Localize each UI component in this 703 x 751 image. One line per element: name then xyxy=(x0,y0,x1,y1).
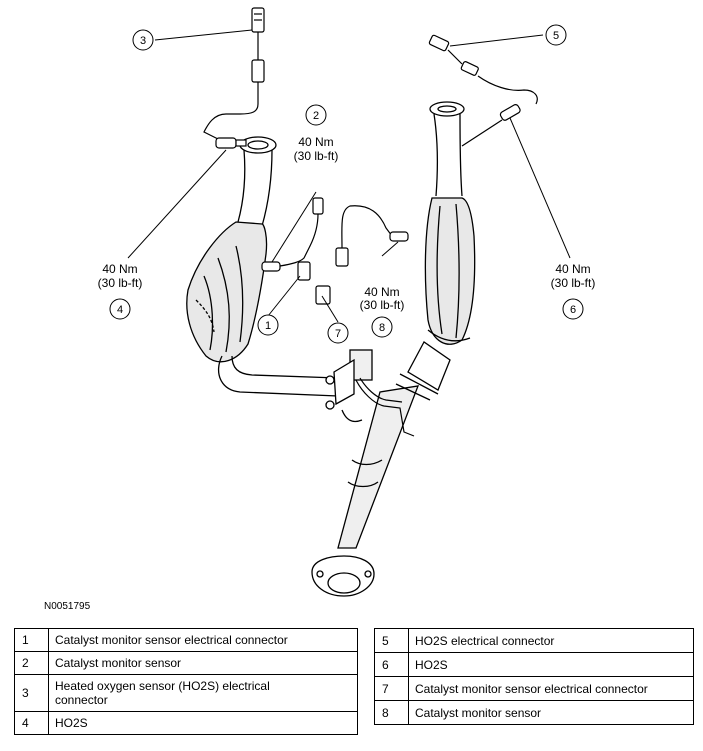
catalyst-monitor-sensor-right xyxy=(341,205,409,249)
legend-description-line-2: connector xyxy=(55,693,108,707)
left-exhaust-downpipe xyxy=(237,136,277,227)
legend-row: 5 HO2S electrical connector xyxy=(374,628,694,653)
legend-row: 4 HO2S xyxy=(14,711,358,735)
legend-number: 6 xyxy=(374,652,409,677)
legend-row: 3 Heated oxygen sensor (HO2S) electrical… xyxy=(14,674,358,712)
legend-description: HO2S electrical connector xyxy=(408,628,694,653)
callout-7-number: 7 xyxy=(335,328,341,340)
legend-number: 7 xyxy=(374,676,409,701)
legend-description: Catalyst monitor sensor xyxy=(408,700,694,725)
right-exhaust-downpipe xyxy=(429,101,465,197)
legend-description: Catalyst monitor sensor xyxy=(48,651,358,675)
legend-description: HO2S xyxy=(48,711,358,735)
legend-row: 2 Catalyst monitor sensor xyxy=(14,651,358,675)
callout-2: 2 40 Nm (30 lb-ft) xyxy=(294,104,339,163)
callout-6-torque-nm: 40 Nm xyxy=(555,262,590,276)
callout-3-number: 3 xyxy=(140,35,146,47)
callout-5-number: 5 xyxy=(553,30,559,42)
legend-number: 1 xyxy=(14,628,49,652)
callout-8-torque-nm: 40 Nm xyxy=(364,285,399,299)
callout-8-torque-lbft: (30 lb-ft) xyxy=(360,298,405,312)
ho2s-sensor-left xyxy=(215,137,247,149)
flex-coupling xyxy=(325,349,373,423)
catalyst-monitor-sensor-left xyxy=(261,197,324,272)
callout-2-number: 2 xyxy=(313,110,319,122)
left-catalytic-converter xyxy=(186,221,268,363)
ho2s-sensor-right xyxy=(461,104,521,147)
callout-4-torque-nm: 40 Nm xyxy=(102,262,137,276)
callout-8: 40 Nm (30 lb-ft) 8 xyxy=(360,285,405,338)
callout-1: 1 xyxy=(257,314,279,336)
figure-id: N0051795 xyxy=(44,601,91,612)
legend-table-left: 1 Catalyst monitor sensor electrical con… xyxy=(14,628,358,735)
callout-4: 40 Nm (30 lb-ft) 4 xyxy=(98,262,143,320)
callout-6-torque-lbft: (30 lb-ft) xyxy=(551,276,596,290)
callout-5: 5 xyxy=(545,24,567,46)
callout-6: 40 Nm (30 lb-ft) 6 xyxy=(551,262,596,320)
ho2s-electrical-connector-left xyxy=(203,7,265,141)
sensor-wiring-bracket xyxy=(355,377,415,437)
legend-number: 5 xyxy=(374,628,409,653)
callout-6-number: 6 xyxy=(570,304,576,316)
legend-table-right: 5 HO2S electrical connector 6 HO2S 7 Cat… xyxy=(374,628,694,725)
right-catalytic-converter xyxy=(395,197,476,401)
legend-row: 1 Catalyst monitor sensor electrical con… xyxy=(14,628,358,652)
legend-number: 2 xyxy=(14,651,49,675)
legend-description-line-1: Heated oxygen sensor (HO2S) electrical xyxy=(55,679,270,693)
legend-description: Heated oxygen sensor (HO2S) electrical c… xyxy=(48,674,358,712)
legend-row: 7 Catalyst monitor sensor electrical con… xyxy=(374,676,694,701)
legend-number: 4 xyxy=(14,711,49,735)
callout-2-torque-lbft: (30 lb-ft) xyxy=(294,149,339,163)
catalyst-monitor-connector-left xyxy=(297,261,311,281)
legend-description: Catalyst monitor sensor electrical conne… xyxy=(48,628,358,652)
ho2s-electrical-connector-right xyxy=(428,34,538,105)
legend-row: 6 HO2S xyxy=(374,652,694,677)
leader-lines xyxy=(127,29,571,323)
callout-3: 3 xyxy=(132,29,154,51)
legend-description: Catalyst monitor sensor electrical conne… xyxy=(408,676,694,701)
callout-4-number: 4 xyxy=(117,304,123,316)
legend-number: 3 xyxy=(14,674,49,712)
callout-4-torque-lbft: (30 lb-ft) xyxy=(98,276,143,290)
callout-2-torque-nm: 40 Nm xyxy=(298,135,333,149)
legend-number: 8 xyxy=(374,700,409,725)
callout-8-number: 8 xyxy=(379,322,385,334)
catalyst-monitor-connector-right xyxy=(315,247,349,305)
exhaust-system-diagram: 1 2 40 Nm (30 lb-ft) 3 40 Nm (30 lb-ft) … xyxy=(98,7,596,597)
crossover-pipe xyxy=(217,355,339,397)
callout-1-number: 1 xyxy=(265,320,271,332)
callout-7: 7 xyxy=(327,322,349,344)
legend-description: HO2S xyxy=(408,652,694,677)
legend-row: 8 Catalyst monitor sensor xyxy=(374,700,694,725)
